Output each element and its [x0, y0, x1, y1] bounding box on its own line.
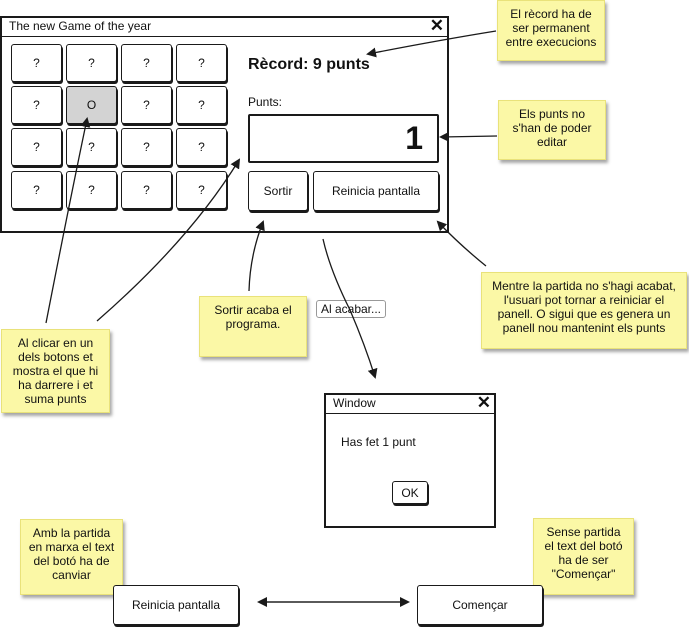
grid-button[interactable]: ?: [11, 128, 62, 166]
grid-button[interactable]: ?: [121, 171, 172, 209]
close-icon[interactable]: ✕: [476, 393, 491, 412]
reset-button[interactable]: Reinicia pantalla: [313, 171, 439, 211]
note-reset-panel: Mentre la partida no s'hagi acabat, l'us…: [481, 272, 687, 349]
note-no-game-text: Sense partida el text del botó ha de ser…: [533, 518, 634, 595]
grid-button[interactable]: ?: [176, 128, 227, 166]
grid-button[interactable]: ?: [66, 171, 117, 209]
grid-button[interactable]: ?: [11, 171, 62, 209]
points-field: 1: [248, 114, 439, 163]
grid-button[interactable]: ?: [121, 128, 172, 166]
grid-button[interactable]: ?: [176, 171, 227, 209]
on-finish-label: Al acabar...: [316, 300, 386, 318]
note-exit-closes: Sortir acaba el programa.: [199, 296, 307, 357]
game-grid: ? ? ? ? ? O ? ? ? ? ? ? ? ? ? ?: [11, 44, 233, 214]
points-value: 1: [405, 120, 423, 156]
grid-button[interactable]: ?: [11, 44, 62, 82]
start-button[interactable]: Començar: [417, 585, 543, 625]
grid-button[interactable]: ?: [66, 128, 117, 166]
grid-button-revealed[interactable]: O: [66, 86, 117, 124]
exit-button[interactable]: Sortir: [248, 171, 308, 211]
dialog-titlebar: Window ✕: [326, 393, 494, 414]
main-window-titlebar: The new Game of the year ✕: [2, 16, 447, 37]
arrow-points: [439, 131, 498, 142]
dialog-message: Has fet 1 punt: [341, 435, 416, 449]
grid-button[interactable]: ?: [121, 86, 172, 124]
reset-screen-button[interactable]: Reinicia pantalla: [113, 585, 239, 625]
close-icon[interactable]: ✕: [429, 16, 444, 35]
record-label: Rècord: 9 punts: [248, 56, 370, 73]
dialog-title: Window: [333, 396, 376, 410]
main-window-title: The new Game of the year: [9, 19, 152, 33]
grid-button[interactable]: ?: [66, 44, 117, 82]
grid-button[interactable]: ?: [176, 44, 227, 82]
points-label: Punts:: [248, 95, 283, 109]
note-in-game-text: Amb la partida en marxa el text del botó…: [20, 519, 123, 595]
ok-button[interactable]: OK: [392, 481, 428, 504]
grid-button[interactable]: ?: [11, 86, 62, 124]
grid-button[interactable]: ?: [121, 44, 172, 82]
note-record-permanent: El rècord ha de ser permanent entre exec…: [497, 0, 605, 61]
grid-button[interactable]: ?: [176, 86, 227, 124]
note-points-not-editable: Els punts no s'han de poder editar: [498, 100, 606, 160]
dialog-window: Window ✕ Has fet 1 punt OK: [324, 393, 496, 528]
note-click-reveals: Al clicar en un dels botons et mostra el…: [1, 329, 110, 413]
